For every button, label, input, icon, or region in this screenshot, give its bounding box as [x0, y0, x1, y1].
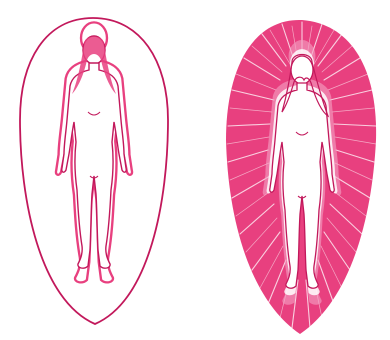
outline-aura-figure [20, 18, 168, 324]
radiant-aura-figure [226, 20, 376, 334]
